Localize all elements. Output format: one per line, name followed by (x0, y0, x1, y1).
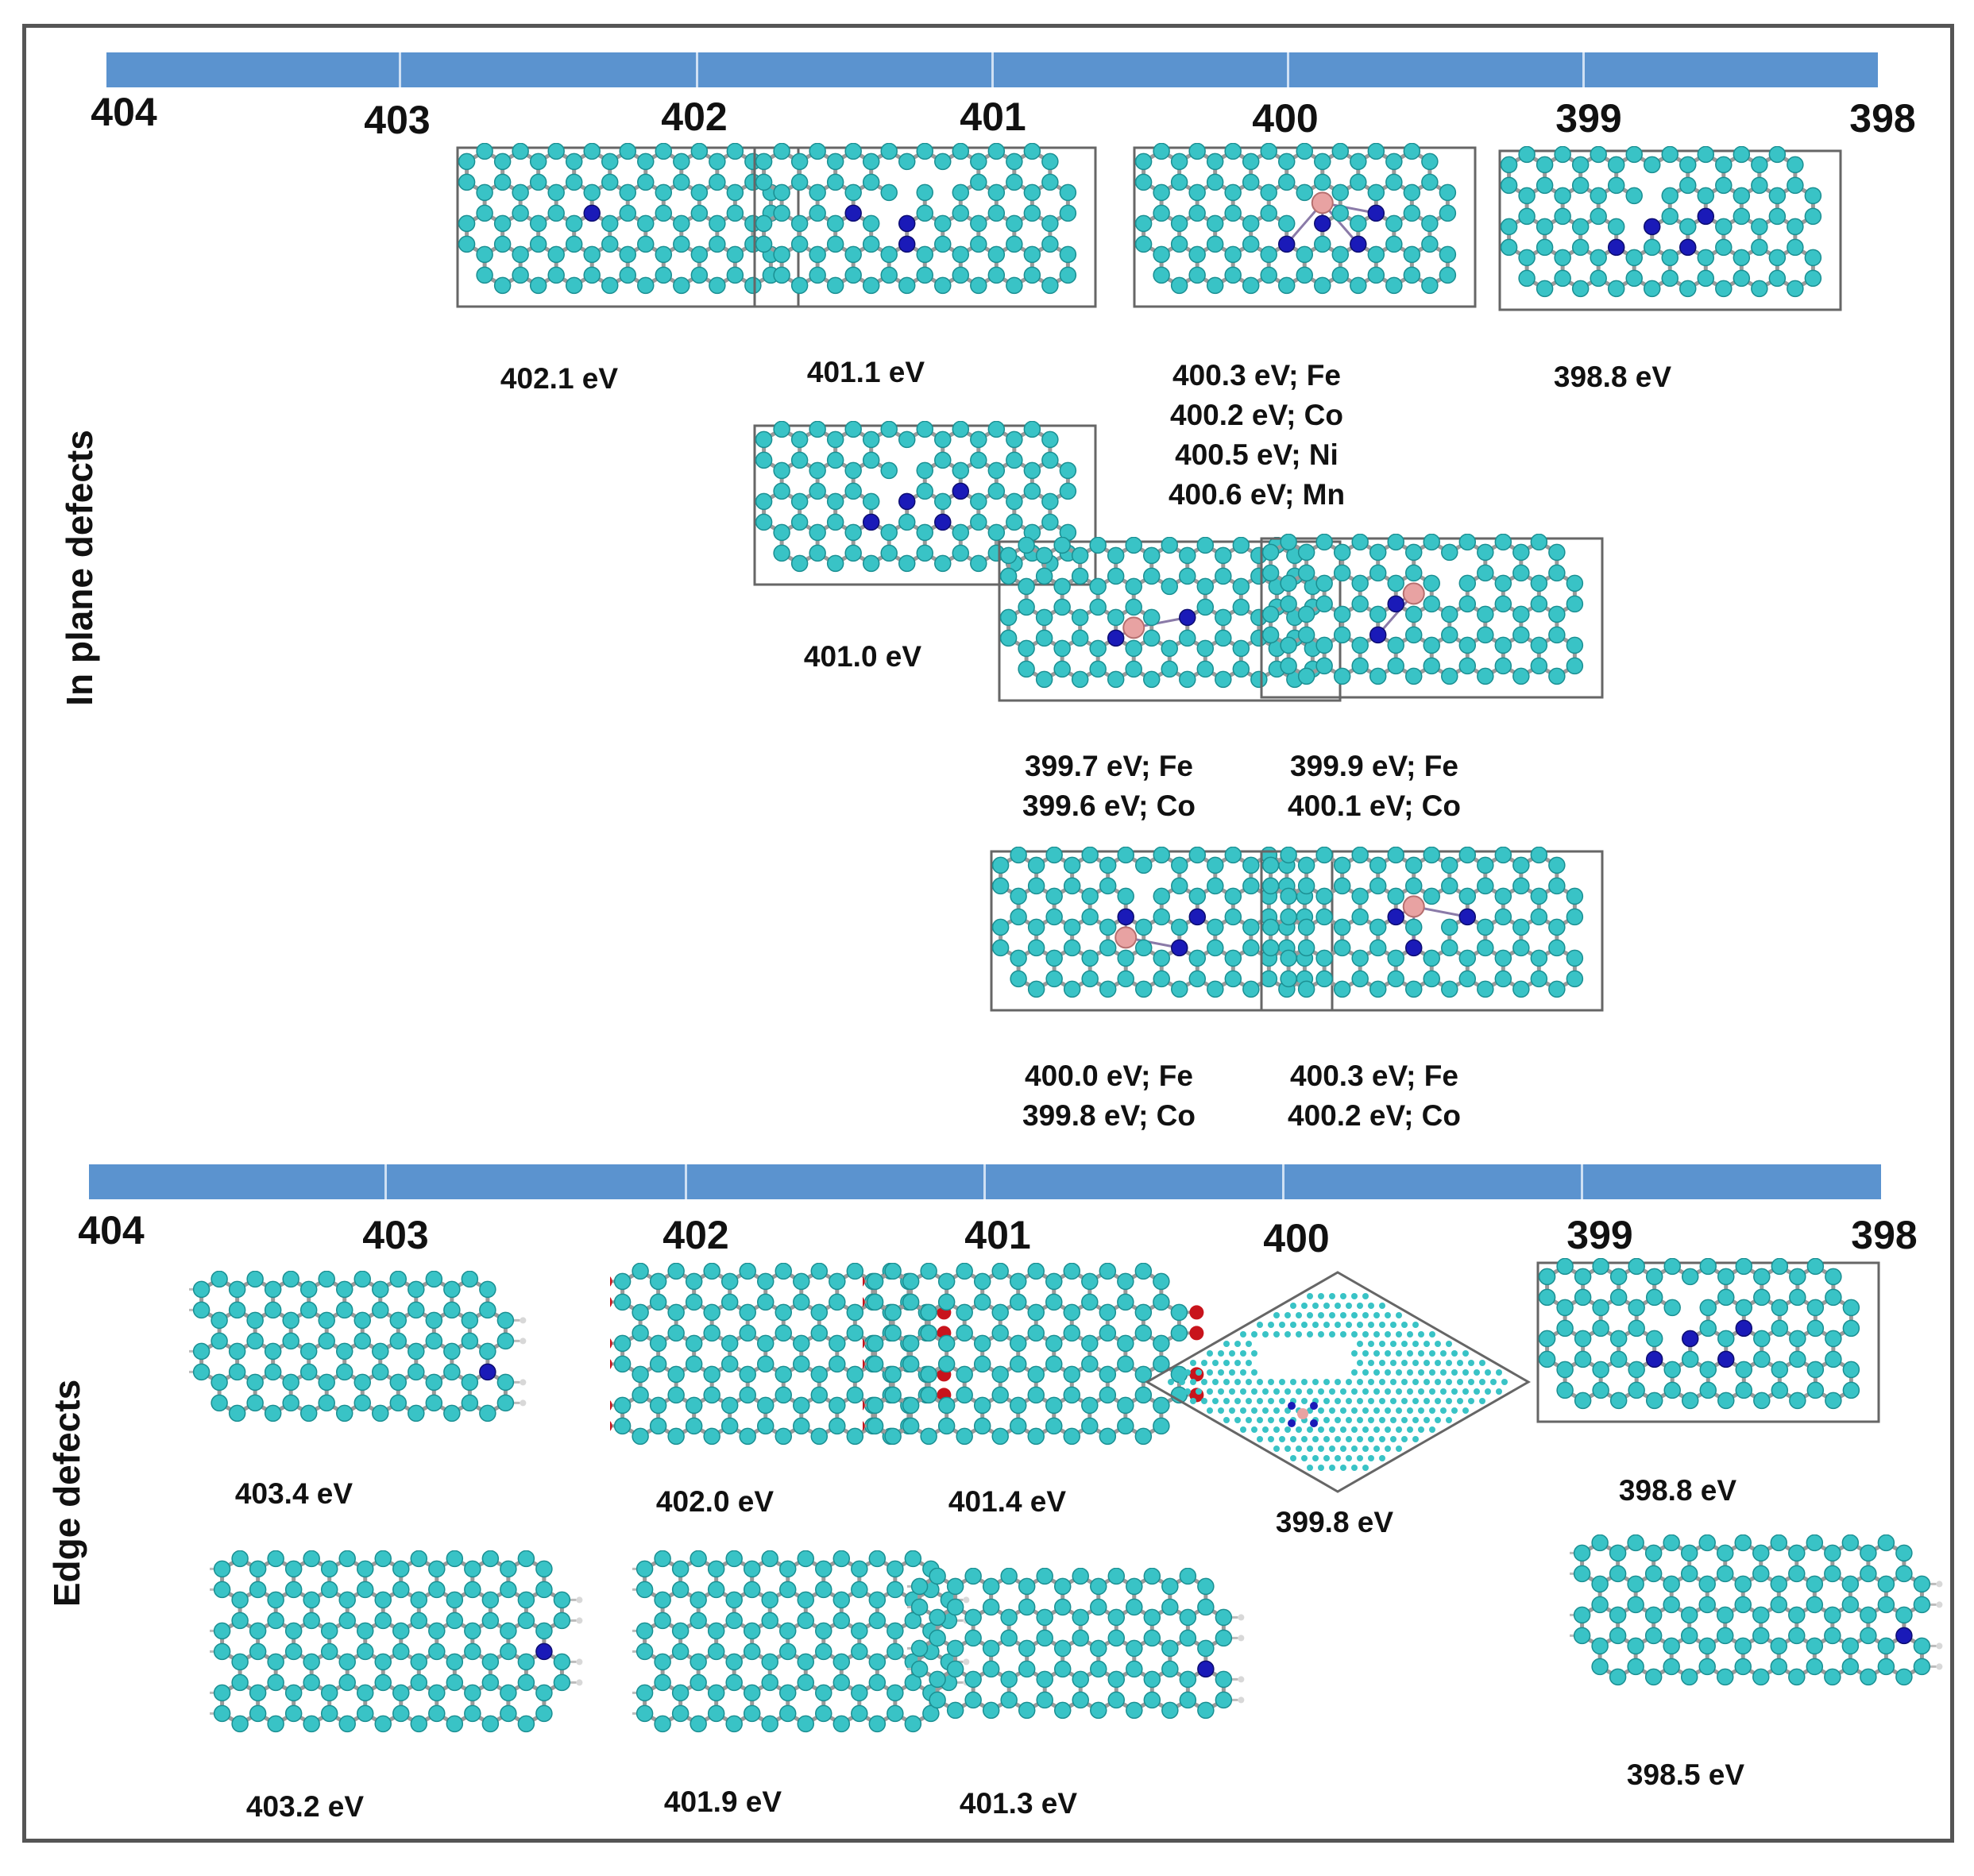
structure-edge-graphitic-h-svg (189, 1271, 527, 1422)
structure-edge-armchair-svg (907, 1568, 1245, 1720)
tick-bottom-400: 400 (1263, 1216, 1330, 1260)
structure-edge-zigzag-svg (632, 1550, 970, 1733)
structure-pyrrolic-vacancy (751, 421, 1100, 591)
tick-bottom-404: 404 (78, 1208, 145, 1253)
tick-bottom-401: 401 (964, 1213, 1031, 1257)
structure-edge-pyridinic-h (1570, 1534, 1954, 1704)
tick-top-403: 403 (364, 98, 431, 142)
caption-in-plane-1: 402.1 eV (500, 362, 619, 395)
structure-edge-hole-metal (1139, 1263, 1536, 1501)
caption-in-plane-2: 401.1 eV (806, 356, 925, 388)
caption-edge-7: 401.9 eV (663, 1785, 782, 1818)
structure-mn2-b-svg (1260, 534, 1604, 699)
tick-bottom-402: 402 (663, 1213, 729, 1257)
structure-pyridinic-quad-svg (1498, 146, 1842, 311)
structure-graphitic-n (454, 143, 803, 313)
structure-graphitic-n-svg (456, 143, 800, 308)
caption-edge-9: 398.5 eV (1626, 1758, 1745, 1791)
tick-bottom-399: 399 (1566, 1213, 1633, 1257)
structure-edge-hole-metal-svg (1144, 1271, 1532, 1493)
tick-top-401: 401 (960, 95, 1026, 139)
section-label-in-plane: In plane defects (59, 430, 100, 706)
caption-edge-4: 399.8 eV (1275, 1506, 1394, 1538)
tick-bottom-398: 398 (1851, 1213, 1918, 1257)
structure-mn3-b (1258, 847, 1607, 1017)
tick-top-399: 399 (1555, 96, 1622, 141)
structure-edge-armchair (907, 1568, 1256, 1738)
caption-in-plane-4: 398.8 eV (1553, 361, 1672, 393)
structure-edge-graphitic-oxide-2-svg (863, 1263, 1204, 1446)
tick-top-404: 404 (91, 90, 157, 134)
structure-edge-zigzag (632, 1550, 981, 1751)
caption-edge-2: 402.0 eV (655, 1485, 775, 1518)
structure-pyridinic-vacancy-h (751, 143, 1100, 313)
energy-axis-bar-bottom (89, 1164, 1881, 1199)
structure-mn4-center-svg (1133, 143, 1477, 308)
structure-pyridinic-vacancy-h-svg (753, 143, 1097, 308)
caption-edge-8: 401.3 eV (959, 1787, 1078, 1820)
tick-bottom-403: 403 (362, 1213, 429, 1257)
structure-pyrrolic-vacancy-svg (753, 421, 1097, 586)
structure-edge-graphitic-oxide-2 (863, 1263, 1211, 1464)
structure-edge-pyridinic-quad (1535, 1258, 1883, 1428)
structure-mn3-b-svg (1260, 847, 1604, 1012)
tick-top-402: 402 (661, 95, 728, 139)
caption-edge-3: 401.4 eV (948, 1485, 1067, 1518)
structure-pyridinic-quad (1497, 146, 1845, 316)
caption-edge-5: 398.8 eV (1618, 1474, 1737, 1507)
structure-mn2-b (1258, 534, 1607, 704)
structure-edge-h-wide-svg (210, 1550, 583, 1733)
structure-edge-graphitic-h (189, 1271, 538, 1441)
tick-top-400: 400 (1252, 96, 1319, 141)
structure-edge-pyridinic-h-svg (1570, 1534, 1943, 1686)
structure-mn4-center (1131, 143, 1480, 313)
figure-frame (22, 24, 1954, 1843)
section-label-edge: Edge defects (46, 1379, 87, 1608)
caption-edge-1: 403.4 eV (234, 1477, 353, 1510)
caption-edge-6: 403.2 eV (245, 1790, 365, 1823)
caption-in-plane-5: 401.0 eV (803, 640, 922, 673)
structure-edge-h-wide (210, 1550, 594, 1751)
structure-edge-pyridinic-quad-svg (1536, 1258, 1880, 1423)
energy-axis-bar-top (106, 52, 1878, 87)
tick-top-398: 398 (1849, 96, 1916, 141)
